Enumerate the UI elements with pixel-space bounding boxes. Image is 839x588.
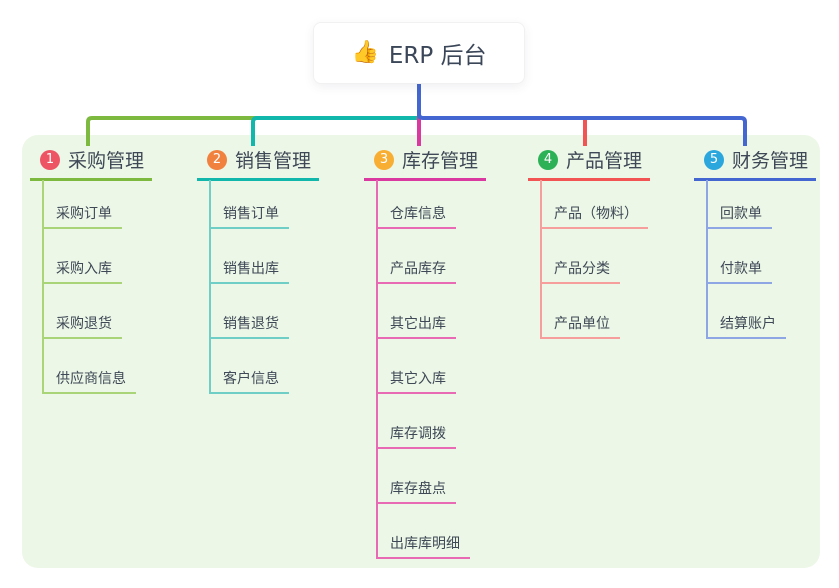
- child-label: 产品单位: [542, 317, 620, 339]
- branch-finance-header[interactable]: 5 财务管理: [694, 149, 817, 181]
- child-label: 采购订单: [44, 207, 122, 229]
- child-label: 库存调拨: [378, 427, 456, 449]
- root-title: ERP 后台: [388, 43, 487, 69]
- child-node[interactable]: 产品分类: [542, 229, 648, 284]
- child-label: 其它入库: [378, 372, 456, 394]
- branch-sales: 2 销售管理 销售订单 销售出库 销售退货 客户信息: [197, 148, 320, 394]
- branch-number-badge: 5: [704, 149, 724, 170]
- branch-number-badge: 2: [207, 149, 227, 170]
- child-node[interactable]: 采购入库: [44, 229, 136, 284]
- branch-title: 采购管理: [68, 150, 145, 172]
- child-label: 结算账户: [708, 317, 786, 339]
- child-label: 产品分类: [542, 262, 620, 284]
- child-label: 回款单: [708, 207, 772, 229]
- branch-title: 产品管理: [566, 150, 643, 172]
- branch-number-badge: 4: [538, 149, 558, 170]
- branch-product-header[interactable]: 4 产品管理: [528, 149, 651, 181]
- child-node[interactable]: 付款单: [708, 229, 786, 284]
- child-label: 销售出库: [211, 262, 289, 284]
- child-label: 付款单: [708, 262, 772, 284]
- child-label: 产品库存: [378, 262, 456, 284]
- child-node[interactable]: 产品（物料）: [542, 180, 648, 229]
- child-node[interactable]: 库存调拨: [378, 394, 470, 449]
- branch-title: 财务管理: [732, 150, 809, 172]
- branch-title: 库存管理: [402, 150, 479, 172]
- child-node[interactable]: 销售退货: [211, 284, 289, 339]
- branch-sales-header[interactable]: 2 销售管理: [197, 149, 320, 181]
- branch-purchase: 1 采购管理 采购订单 采购入库 采购退货 供应商信息: [30, 148, 153, 394]
- branch-finance-children: 回款单 付款单 结算账户: [706, 180, 786, 339]
- branch-title: 销售管理: [235, 150, 312, 172]
- branch-finance: 5 财务管理 回款单 付款单 结算账户: [694, 148, 817, 339]
- child-node[interactable]: 产品库存: [378, 229, 470, 284]
- child-label: 供应商信息: [44, 372, 136, 394]
- child-node[interactable]: 产品单位: [542, 284, 648, 339]
- child-label: 出库库明细: [378, 537, 470, 559]
- branch-inventory: 3 库存管理 仓库信息 产品库存 其它出库 其它入库 库存调拨 库存盘点 出库库…: [364, 148, 487, 559]
- branch-inventory-header[interactable]: 3 库存管理: [364, 149, 487, 181]
- branch-number-badge: 3: [374, 149, 394, 170]
- root-node-erp[interactable]: 👍 ERP 后台: [313, 22, 525, 84]
- child-label: 产品（物料）: [542, 207, 648, 229]
- branch-number-badge: 1: [40, 149, 60, 170]
- branch-product: 4 产品管理 产品（物料） 产品分类 产品单位: [528, 148, 651, 339]
- child-node[interactable]: 采购退货: [44, 284, 136, 339]
- child-label: 销售订单: [211, 207, 289, 229]
- child-node[interactable]: 销售订单: [211, 180, 289, 229]
- child-node[interactable]: 回款单: [708, 180, 786, 229]
- child-node[interactable]: 客户信息: [211, 339, 289, 394]
- child-label: 客户信息: [211, 372, 289, 394]
- child-label: 销售退货: [211, 317, 289, 339]
- child-node[interactable]: 出库库明细: [378, 504, 470, 559]
- child-label: 库存盘点: [378, 482, 456, 504]
- branch-purchase-header[interactable]: 1 采购管理: [30, 149, 153, 181]
- branch-inventory-children: 仓库信息 产品库存 其它出库 其它入库 库存调拨 库存盘点 出库库明细: [376, 180, 470, 559]
- child-node[interactable]: 销售出库: [211, 229, 289, 284]
- thumbs-up-icon: 👍: [351, 40, 379, 65]
- child-node[interactable]: 其它出库: [378, 284, 470, 339]
- child-label: 采购退货: [44, 317, 122, 339]
- child-label: 采购入库: [44, 262, 122, 284]
- child-node[interactable]: 仓库信息: [378, 180, 470, 229]
- child-node[interactable]: 采购订单: [44, 180, 136, 229]
- branches-panel: [22, 135, 820, 568]
- child-label: 仓库信息: [378, 207, 456, 229]
- child-node[interactable]: 供应商信息: [44, 339, 136, 394]
- child-node[interactable]: 结算账户: [708, 284, 786, 339]
- branch-product-children: 产品（物料） 产品分类 产品单位: [540, 180, 648, 339]
- child-node[interactable]: 其它入库: [378, 339, 470, 394]
- branch-sales-children: 销售订单 销售出库 销售退货 客户信息: [209, 180, 289, 394]
- branch-purchase-children: 采购订单 采购入库 采购退货 供应商信息: [42, 180, 136, 394]
- child-node[interactable]: 库存盘点: [378, 449, 470, 504]
- child-label: 其它出库: [378, 317, 456, 339]
